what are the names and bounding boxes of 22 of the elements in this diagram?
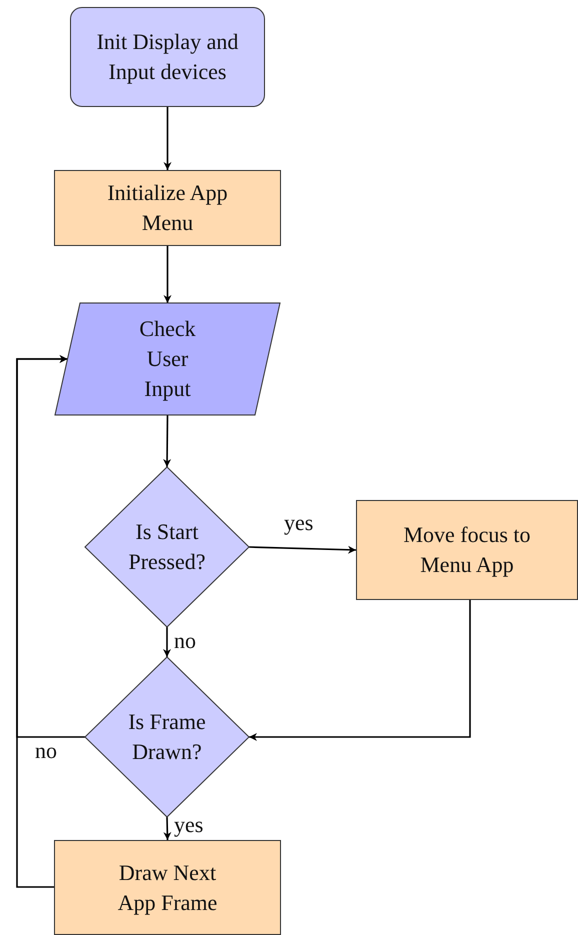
arrow [163, 415, 172, 467]
arrow [163, 816, 172, 840]
start-box [70, 7, 265, 107]
input-parallelogram [55, 303, 280, 415]
node-text: Is Start Pressed? [128, 518, 206, 576]
node-text: Check User Input [138, 315, 197, 403]
arrow [249, 600, 471, 741]
node-text: Init Display and Input devices [96, 28, 240, 86]
process-box [356, 500, 578, 600]
decision-diamond [85, 467, 249, 627]
arrow [164, 246, 172, 303]
arrow [163, 627, 171, 657]
arrow [248, 546, 356, 554]
node-text: Move focus to Menu App [402, 521, 532, 579]
node-text: Is Frame Drawn? [127, 708, 207, 766]
node-text: Initialize App Menu [106, 179, 229, 237]
process-box [54, 170, 281, 246]
node-text: Draw Next App Frame [116, 858, 218, 917]
arrow [16, 355, 68, 888]
decision-diamond [85, 657, 249, 817]
process-box [54, 840, 281, 935]
arrow [164, 107, 172, 170]
